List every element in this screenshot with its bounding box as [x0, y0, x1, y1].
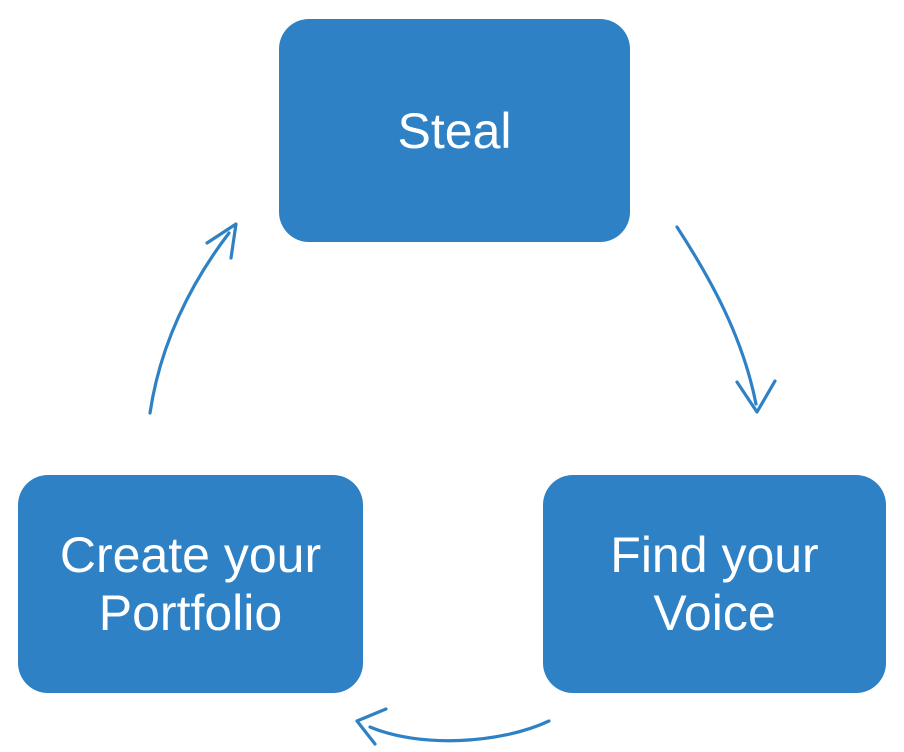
- node-steal-label: Steal: [397, 102, 512, 159]
- arrow-find-your-voice-to-create-your-portfolio: [355, 707, 551, 746]
- node-find-your-voice[interactable]: Find your Voice: [543, 475, 886, 693]
- arrow-steal-to-find-your-voice-head: [735, 379, 777, 414]
- node-steal[interactable]: Steal: [279, 19, 630, 242]
- arrow-steal-to-find-your-voice-shaft: [675, 225, 758, 406]
- arrow-find-your-voice-to-create-your-portfolio-shaft: [368, 719, 551, 743]
- arrow-create-your-portfolio-to-steal: [148, 222, 238, 415]
- node-create-your-portfolio-label: Create your Portfolio: [59, 527, 322, 641]
- arrow-steal-to-find-your-voice: [675, 225, 777, 414]
- node-create-your-portfolio[interactable]: Create your Portfolio: [18, 475, 363, 693]
- arrow-find-your-voice-to-create-your-portfolio-head: [355, 707, 388, 746]
- arrow-create-your-portfolio-to-steal-shaft: [148, 231, 231, 415]
- node-find-your-voice-label: Find your Voice: [610, 527, 819, 641]
- arrow-create-your-portfolio-to-steal-head: [205, 222, 238, 260]
